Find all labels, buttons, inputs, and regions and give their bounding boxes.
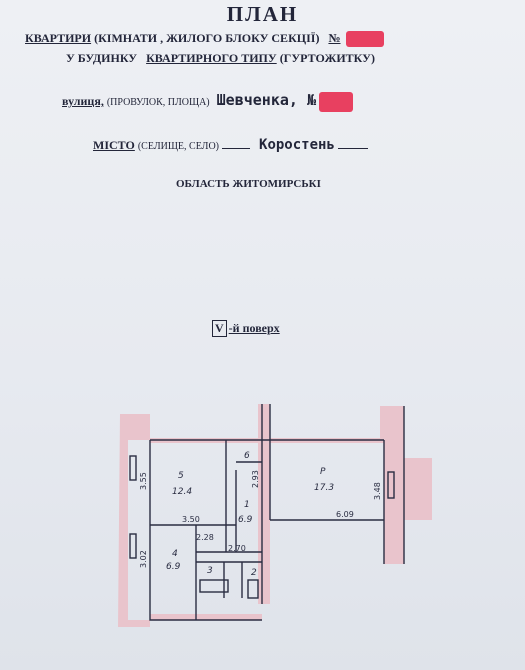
city-value: Коростень [259, 137, 335, 153]
city-line: МІСТО (СЕЛИЩЕ, СЕЛО) Коростень [93, 137, 525, 153]
bathtub-fixture [199, 579, 229, 593]
blank-line [222, 148, 251, 149]
street-line: вулиця, (ПРОВУЛОК, ПЛОЩА) Шевченка, № [62, 91, 525, 113]
apartment-rest: (КІМНАТИ , ЖИЛОГО БЛОКУ СЕКЦІЇ) [94, 31, 320, 45]
apartment-number-mark: № [328, 31, 341, 45]
room-area: 17.3 [314, 483, 334, 493]
document-title: ПЛАН [226, 2, 299, 26]
dimension-label: 2.28 [196, 533, 214, 542]
floor-number: V [212, 320, 227, 337]
building-type-rest: (ГУРТОЖИТКУ) [279, 51, 375, 65]
window-mark [129, 455, 137, 481]
room-number: P [320, 467, 326, 477]
redaction-mark [345, 31, 384, 48]
wall-shape [380, 406, 432, 564]
room-number: 5 [178, 471, 184, 481]
wall-fills [118, 404, 432, 627]
wall-lines [129, 404, 405, 621]
wall-shape [118, 414, 150, 627]
region-value: ОБЛАСТЬ ЖИТОМИРСЬКІ [176, 178, 321, 190]
floor-suffix: -й поверх [228, 321, 280, 335]
wall-shape [258, 404, 270, 604]
wall-shape [150, 614, 262, 620]
dimension-label: 3.48 [373, 482, 382, 500]
room-number: 4 [172, 549, 178, 559]
room-area: 6.9 [166, 562, 181, 572]
outer-wall-line [149, 440, 262, 621]
dimension-label: 3.55 [139, 472, 148, 490]
city-hint: (СЕЛИЩЕ, СЕЛО) [137, 141, 220, 152]
room-number: 3 [207, 566, 213, 576]
region-line: ОБЛАСТЬ ЖИТОМИРСЬКІ [176, 178, 525, 190]
building-prefix: У БУДИНКУ [66, 51, 138, 65]
floor-label: V-й поверх [212, 320, 280, 337]
apartment-word: КВАРТИРИ [25, 31, 92, 45]
room-labels: 5 12.4 1 6.9 6 P 17.3 4 6.9 3 2 [166, 451, 334, 578]
room-area: 12.4 [172, 487, 192, 497]
blank-line [337, 148, 368, 149]
dimension-label: 2.70 [228, 544, 246, 553]
room-area: 6.9 [238, 515, 253, 525]
street-label: вулиця, [62, 94, 104, 108]
header-line-2: У БУДИНКУ КВАРТИРНОГО ТИПУ (ГУРТОЖИТКУ) [66, 51, 525, 66]
street-value: Шевченка, № [216, 91, 316, 109]
dimension-label: 6.09 [336, 510, 354, 519]
building-type-word: КВАРТИРНОГО ТИПУ [146, 51, 277, 65]
window-mark [129, 533, 137, 559]
stove-fixture [247, 579, 259, 599]
dimension-label: 3.50 [182, 515, 200, 524]
header-line-1: КВАРТИРИ (КІМНАТИ , ЖИЛОГО БЛОКУ СЕКЦІЇ)… [25, 31, 525, 48]
room-number: 2 [251, 568, 257, 578]
dimension-label: 2.93 [251, 470, 260, 488]
city-label: МІСТО [93, 138, 135, 152]
dimension-labels: 3.55 3.50 2.28 3.02 2.70 6.09 2.93 3.48 [139, 470, 382, 568]
window-mark [387, 471, 395, 499]
street-hint: (ПРОВУЛОК, ПЛОЩА) [106, 97, 210, 108]
room-number: 1 [244, 500, 250, 510]
redaction-mark [318, 92, 353, 113]
dimension-label: 3.02 [139, 550, 148, 568]
room-number: 6 [244, 451, 250, 461]
